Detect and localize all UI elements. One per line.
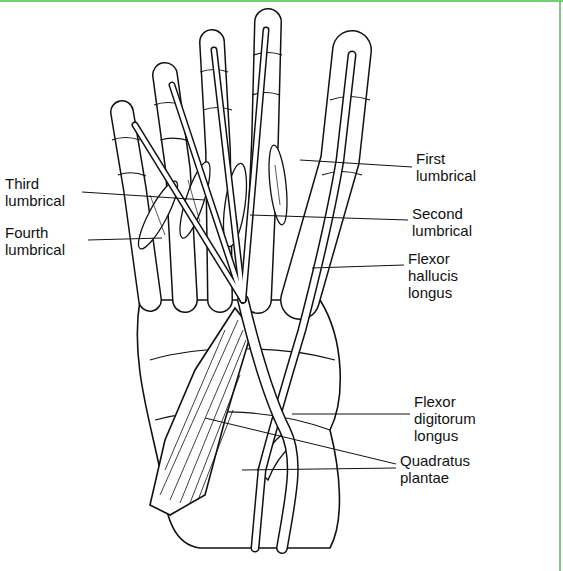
part-label: Flexor digitorum longus bbox=[414, 393, 476, 444]
frame-line bbox=[559, 0, 561, 571]
quadratus-plantae-muscle bbox=[150, 308, 252, 515]
part-label: Flexor hallucis longus bbox=[408, 250, 458, 301]
part-label: Second lumbrical bbox=[412, 205, 472, 239]
joint-marks bbox=[112, 53, 370, 177]
frame-line bbox=[0, 0, 563, 2]
part-label: First lumbrical bbox=[416, 150, 476, 184]
muscle-fibers bbox=[160, 320, 246, 503]
part-label: Third lumbrical bbox=[5, 175, 65, 209]
part-label: Fourth lumbrical bbox=[5, 224, 65, 258]
part-label: Quadratus plantae bbox=[400, 452, 470, 486]
leader-lines bbox=[82, 160, 412, 470]
tarsal-bones bbox=[137, 300, 340, 548]
